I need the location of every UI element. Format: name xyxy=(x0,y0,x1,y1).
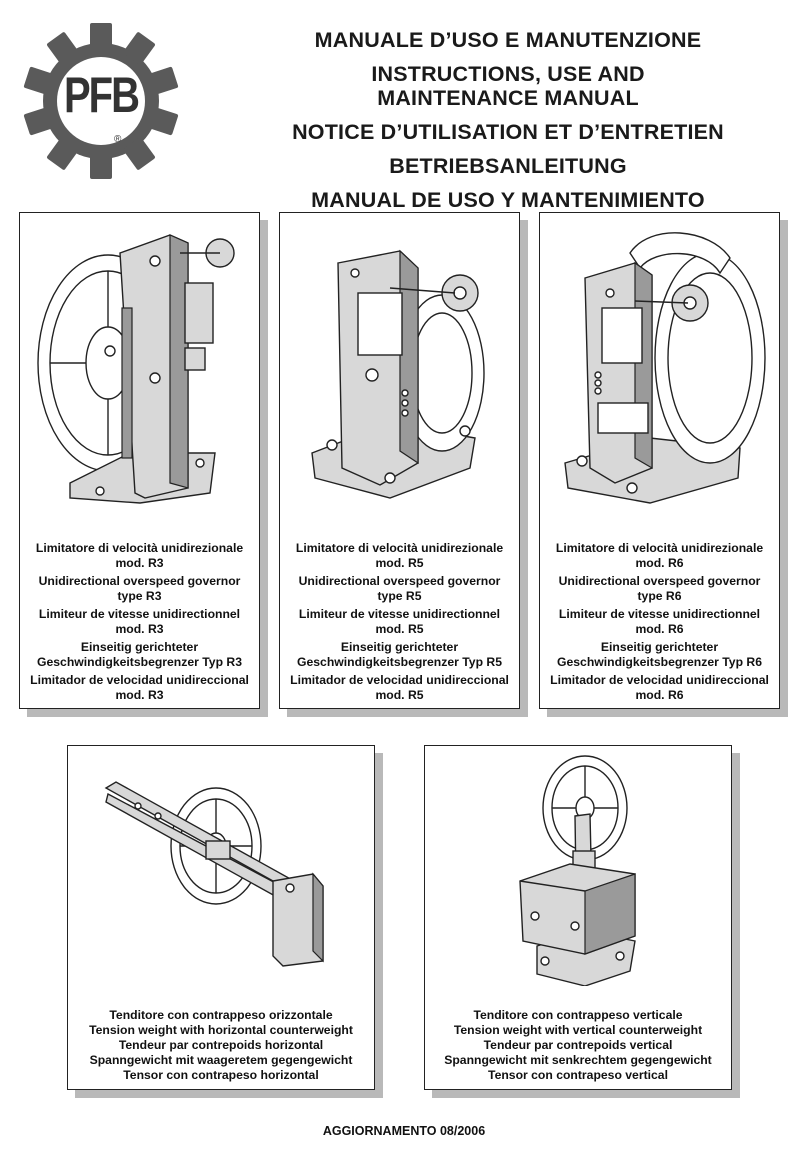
pfb-logo: PFB ® xyxy=(22,22,180,180)
tensioner-panel-vertical: Tenditore con contrappeso verticale Tens… xyxy=(424,745,732,1090)
horizontal-tensioner-illustration xyxy=(104,781,324,967)
title-spanish: MANUAL DE USO Y MANTENIMIENTO xyxy=(311,188,705,212)
logo-text: PFB xyxy=(64,68,140,124)
title-english-line2: MAINTENANCE MANUAL xyxy=(377,86,639,110)
title-italian: MANUALE D’USO E MANUTENZIONE xyxy=(314,28,702,52)
title-english-line1: INSTRUCTIONS, USE AND xyxy=(371,62,645,86)
title-french: NOTICE D’UTILISATION ET D’ENTRETIEN xyxy=(292,120,724,144)
caption-vertical: Tenditore con contrappeso verticale Tens… xyxy=(444,1008,712,1082)
governor-r3-illustration xyxy=(37,234,235,504)
governor-r5-illustration xyxy=(311,249,485,499)
gear-logo-icon xyxy=(23,23,179,179)
title-german: BETRIEBSANLEITUNG xyxy=(389,154,627,178)
vertical-tensioner-illustration xyxy=(519,755,636,986)
manual-titles: MANUALE D’USO E MANUTENZIONE INSTRUCTION… xyxy=(228,28,788,212)
governor-r6-illustration xyxy=(564,232,766,504)
caption-horizontal: Tenditore con contrappeso orizzontale Te… xyxy=(89,1008,353,1082)
update-footer: AGGIORNAMENTO 08/2006 xyxy=(322,1124,486,1138)
registered-mark: ® xyxy=(114,134,122,145)
tensioner-panel-horizontal: Tenditore con contrappeso orizzontale Te… xyxy=(67,745,375,1090)
